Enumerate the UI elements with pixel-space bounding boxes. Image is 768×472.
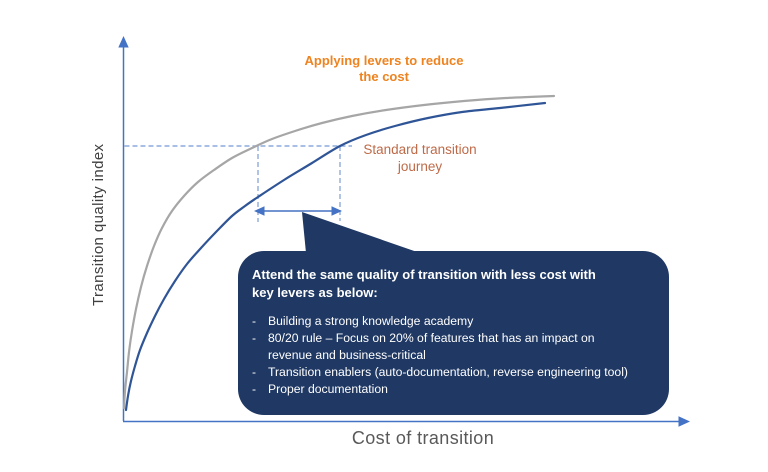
bullet-text: Building a strong knowledge academy bbox=[268, 314, 474, 328]
curve-label-levers-line1: Applying levers to reduce bbox=[304, 53, 464, 68]
bullet-dash-marker: - bbox=[252, 331, 257, 345]
callout-heading-line2: key levers as below: bbox=[252, 284, 378, 300]
curve-standard-journey bbox=[124, 101, 547, 412]
bullet-item: - 80/20 rule – Focus on 20% of features … bbox=[252, 330, 653, 364]
curve-label-standard-line2: journey bbox=[397, 159, 443, 174]
callout-heading-line1: Attend the same quality of transition wi… bbox=[252, 267, 596, 282]
y-axis-label: Transition quality index bbox=[90, 143, 107, 307]
callout-heading: Attend the same quality of transition wi… bbox=[252, 266, 653, 301]
bullet-dash-marker: - bbox=[252, 365, 257, 379]
callout-bubble: Attend the same quality of transition wi… bbox=[238, 251, 669, 415]
cost-saving-arrow-right-head-icon bbox=[331, 206, 342, 216]
bullet-item: - Building a strong knowledge academy bbox=[252, 313, 653, 330]
curve-label-levers: Applying levers to reduce the cost bbox=[294, 53, 474, 85]
callout-bullet-list: - Building a strong knowledge academy - … bbox=[252, 313, 653, 398]
x-axis-label: Cost of transition bbox=[351, 428, 495, 448]
bullet-text: Proper documentation bbox=[268, 382, 388, 396]
bullet-dash-marker: - bbox=[252, 382, 257, 396]
bullet-dash-marker: - bbox=[252, 314, 257, 328]
bullet-item: - Transition enablers (auto-documentatio… bbox=[252, 364, 653, 381]
x-axis-arrow-icon bbox=[678, 416, 690, 427]
y-axis-arrow-icon bbox=[118, 36, 129, 48]
curve-label-standard: Standard transition journey bbox=[350, 141, 490, 175]
bullet-text: Transition enablers (auto-documentation,… bbox=[268, 365, 628, 379]
curve-label-levers-line2: the cost bbox=[359, 69, 409, 84]
curve-label-standard-line1: Standard transition bbox=[363, 142, 477, 157]
bullet-item: - Proper documentation bbox=[252, 381, 653, 398]
bullet-text: 80/20 rule – Focus on 20% of features th… bbox=[268, 331, 595, 362]
curve-levers-applied bbox=[122, 94, 556, 410]
callout-tail bbox=[302, 212, 420, 253]
cost-saving-arrow-left-head-icon bbox=[254, 206, 265, 216]
